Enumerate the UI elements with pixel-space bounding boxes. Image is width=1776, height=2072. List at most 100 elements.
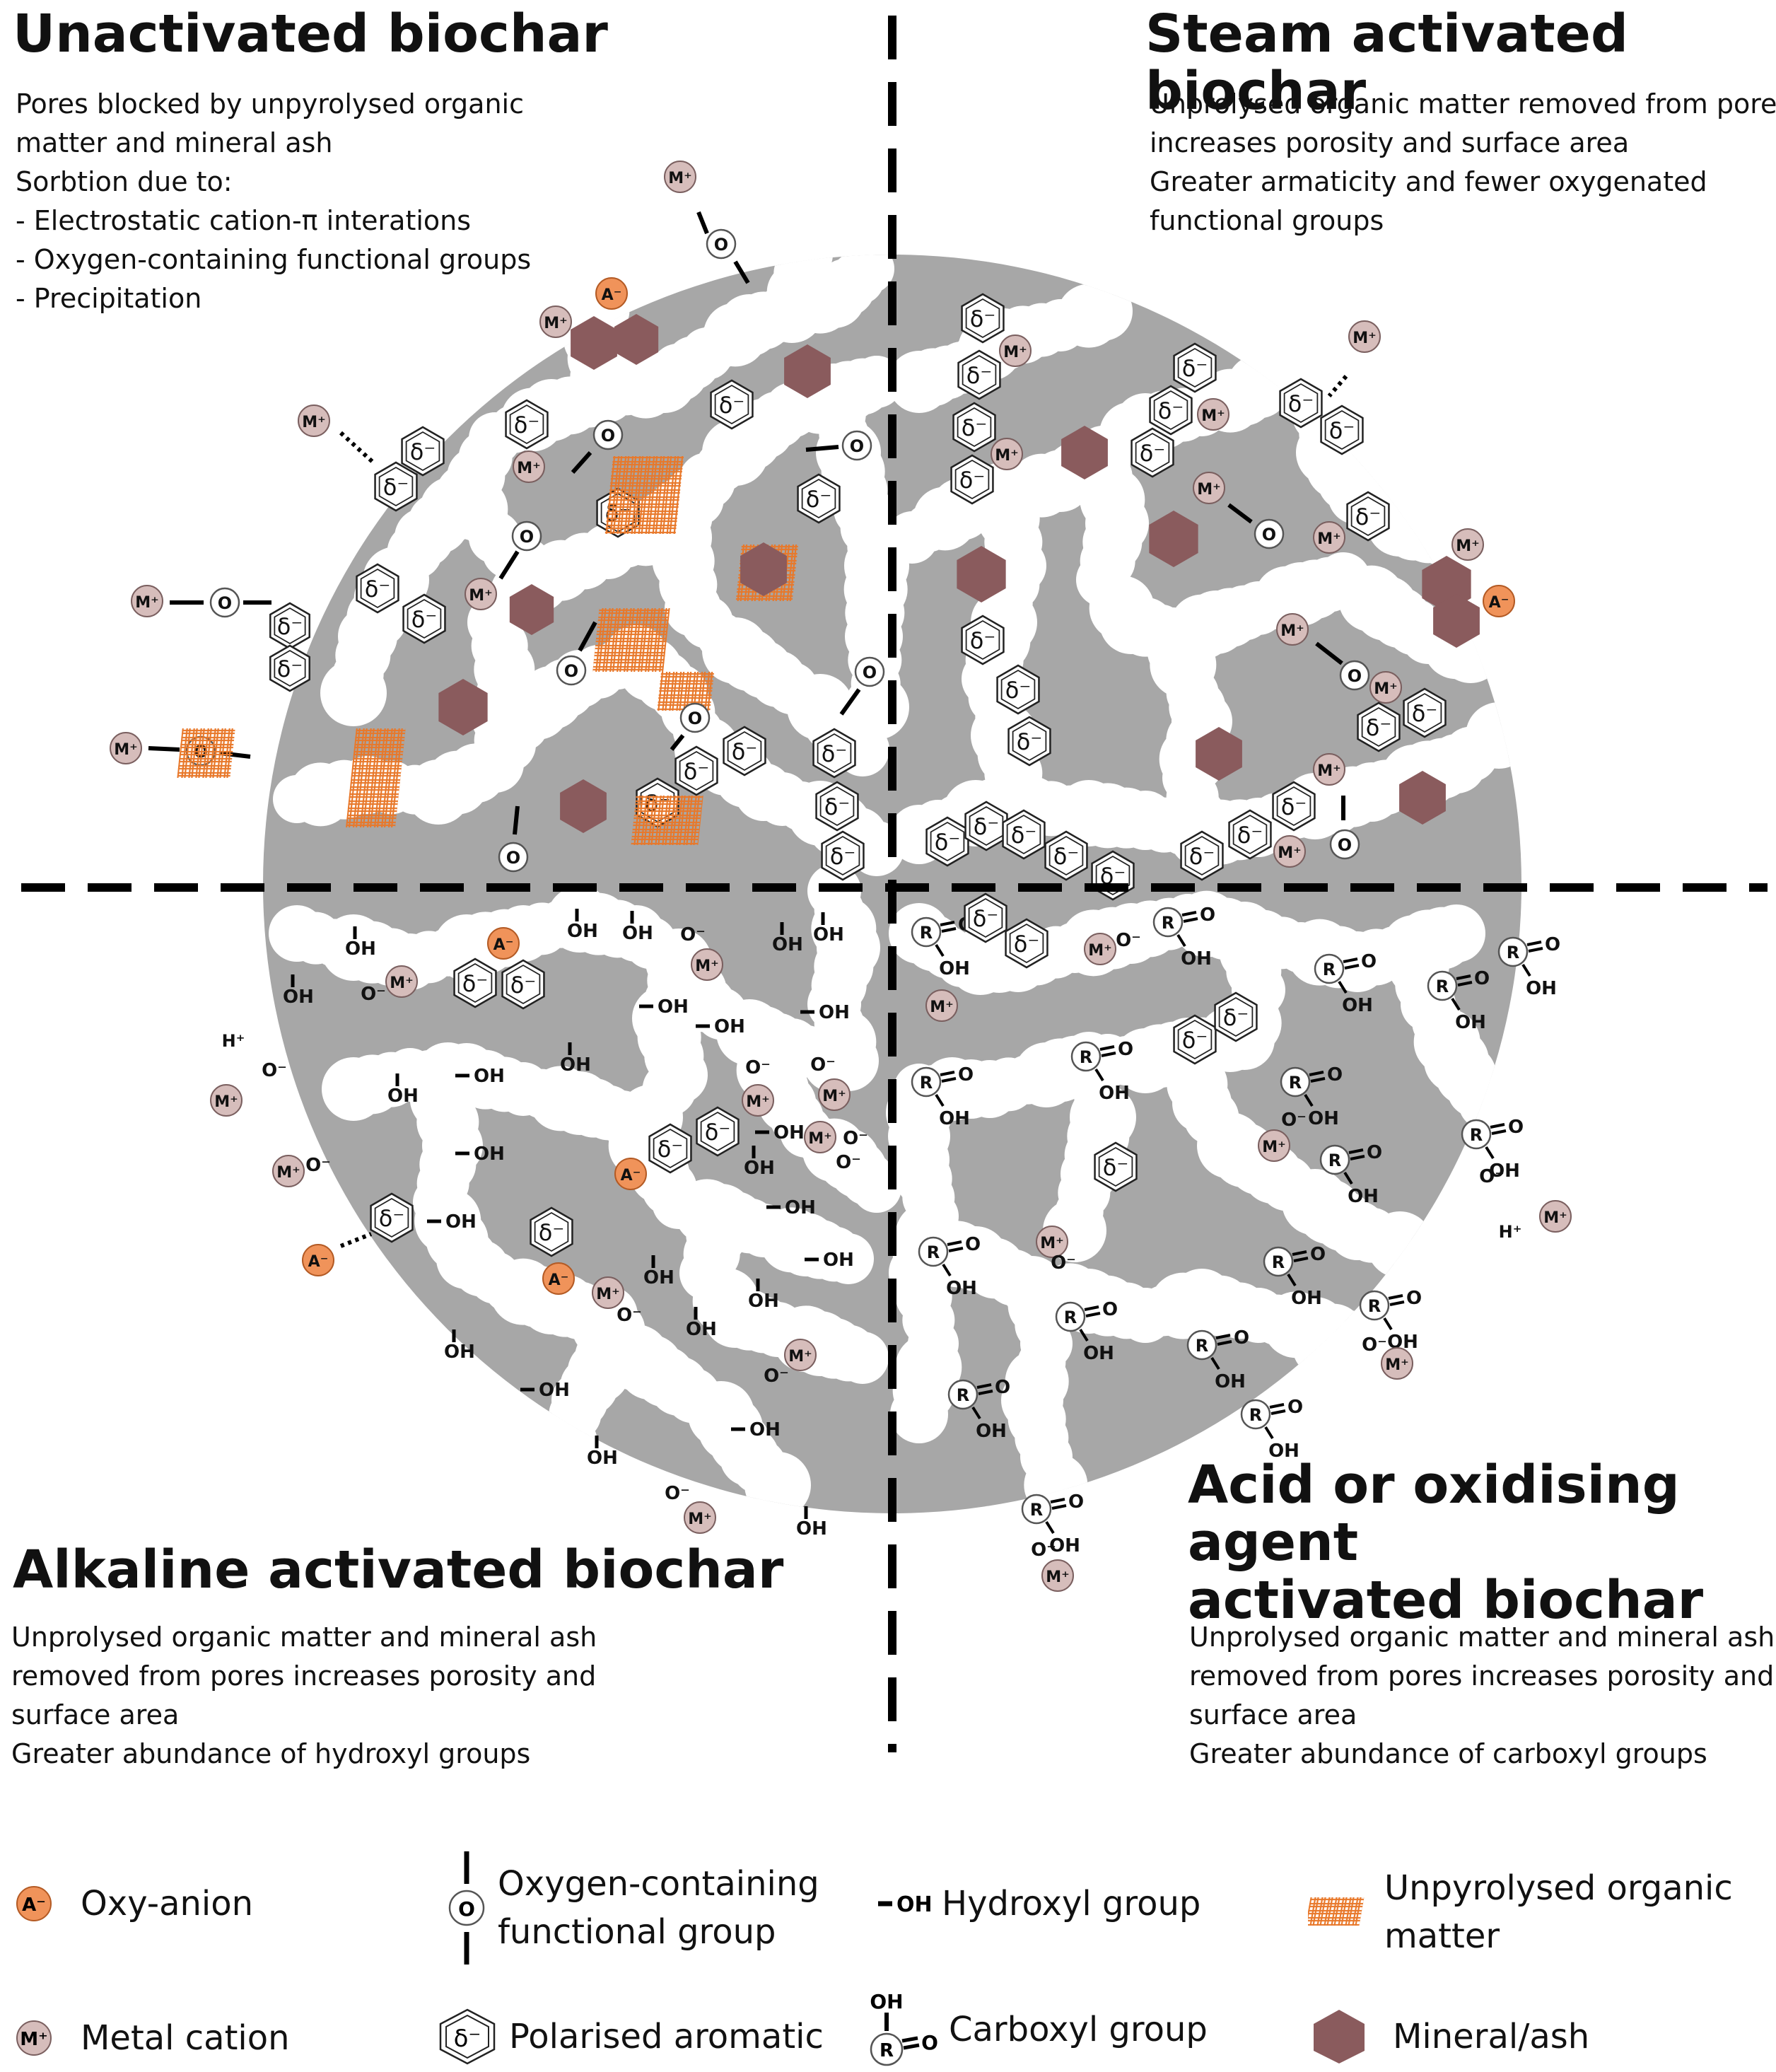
aromatic-icon: δ⁻: [1320, 404, 1364, 455]
metal-cation-icon: M⁺: [1348, 320, 1381, 353]
aromatic-label: δ⁻: [830, 843, 855, 870]
carboxyl-label: R: [1436, 977, 1449, 996]
metal-label: M⁺: [995, 447, 1019, 465]
pore-blob: [527, 255, 576, 279]
aromatic-ring: [501, 959, 545, 1010]
description-line: Greater abundance of hydroxyl groups: [11, 1738, 531, 1769]
double-bond: [1389, 1300, 1405, 1306]
metal-label: M⁺: [390, 974, 414, 992]
oxygen-group-icon: O: [511, 520, 542, 552]
aromatic-icon: δ⁻: [964, 801, 1008, 851]
bond: [1264, 1426, 1274, 1440]
metal-label: M⁺: [1456, 537, 1480, 555]
oxygen-circle: [592, 419, 624, 450]
aromatic-icon: δ⁻: [1007, 716, 1051, 767]
aromatic-inner-ring: [1177, 1019, 1213, 1060]
anion-icon: A⁻: [16, 1886, 52, 1921]
hydroxyl-label: OH: [823, 1250, 854, 1271]
oxygen-circle: [556, 655, 587, 686]
aromatic-label: δ⁻: [1182, 1027, 1208, 1054]
carboxyl-circle: [1240, 1399, 1271, 1430]
carbonyl-label: O: [1545, 934, 1560, 955]
aromatic-ring: [1131, 427, 1174, 478]
double-bond: [1099, 1045, 1115, 1051]
steam-title: Steam activated biochar: [1145, 4, 1628, 122]
pore-blob: [991, 765, 1045, 819]
anion-icon: A⁻: [542, 1262, 575, 1295]
aromatic-label: δ⁻: [1189, 843, 1215, 870]
anion-icon: A⁻: [1483, 585, 1515, 617]
svg-text:OH: OH: [870, 1990, 903, 2013]
aromatic-label: δ⁻: [379, 1205, 404, 1232]
description-line: Unprolysed organic matter and mineral as…: [1189, 1622, 1775, 1653]
bond: [696, 211, 709, 235]
hydroxyl-icon: OH: [560, 1042, 591, 1076]
aromatic-inner-ring: [969, 805, 1004, 846]
legend-oxygen-group: O Oxygen-containing functional group: [445, 1851, 830, 1965]
double-bond: [1348, 1148, 1364, 1154]
aromatic-label: δ⁻: [510, 972, 536, 999]
aromatic-inner-ring: [962, 354, 997, 395]
pore-channel: [1220, 255, 1442, 420]
pore-blob: [761, 182, 822, 243]
carbonyl-label: O: [1367, 1142, 1382, 1163]
carboxyl-label: R: [1272, 1252, 1285, 1272]
metal-cation-icon: M⁺: [1313, 753, 1345, 786]
double-bond: [1292, 1250, 1307, 1256]
hydroxyl-label: OH: [387, 1086, 419, 1107]
aromatic-label: δ⁻: [1053, 843, 1079, 870]
hydroxyl-icon: OH: [748, 1279, 779, 1312]
bond: [1451, 997, 1461, 1011]
aromatic-icon: δ⁻: [710, 379, 754, 430]
aromatic-icon: δ⁻: [402, 593, 446, 644]
aromatic-icon: δ⁻: [1279, 378, 1323, 429]
metal-cation-icon: M⁺: [1313, 521, 1345, 554]
metal-circle: [1313, 753, 1345, 786]
pore-blob: [809, 158, 860, 209]
pore-blob: [779, 255, 833, 281]
hydroxyl-label: OH: [1455, 1012, 1486, 1033]
carboxyl-circle: [1152, 907, 1184, 938]
bond: [1045, 1520, 1055, 1535]
hydroxyl-icon: OH: [766, 1197, 816, 1218]
pore-blob: [776, 173, 836, 233]
pore-blob: [793, 165, 848, 221]
aromatic-icon: δ⁻: [1002, 809, 1046, 860]
metal-cation-icon: M⁺: [1539, 1200, 1572, 1233]
aromatic-label: δ⁻: [705, 1119, 730, 1146]
aromatic-inner-ring: [817, 733, 852, 774]
pore-blob: [822, 154, 871, 204]
pore-blob: [1145, 607, 1203, 665]
aromatic-inner-ring: [930, 821, 965, 862]
bond: [1338, 980, 1348, 994]
bond: [971, 1406, 981, 1420]
svg-text:M⁺: M⁺: [20, 2029, 48, 2050]
bond: [942, 1263, 952, 1277]
aromatic-inner-ring: [1153, 390, 1188, 431]
metal-cation-icon: M⁺: [691, 948, 723, 981]
metal-circle: [110, 732, 142, 764]
oxygen-group-icon: O: [706, 228, 737, 260]
carboxyl-circle: [1021, 1494, 1052, 1525]
double-bond: [1491, 1129, 1507, 1135]
aromatic-icon: δ⁻: [964, 892, 1007, 943]
aromatic-inner-ring: [405, 431, 440, 472]
aromatic-ring: [952, 402, 996, 453]
metal-circle: [272, 1155, 305, 1187]
carboxyl-label: R: [1470, 1125, 1483, 1145]
hydroxyl-label: OH: [345, 938, 376, 960]
dotted-bond: [339, 431, 375, 465]
metal-circle: [1369, 671, 1402, 704]
bond: [1383, 1317, 1393, 1331]
metal-cation-icon: M⁺: [784, 1339, 817, 1371]
metal-circle: [1276, 613, 1309, 646]
aromatic-icon: δ⁻: [797, 473, 841, 524]
hydroxyl-label: OH: [749, 1419, 781, 1440]
oxygen-circle: [1329, 829, 1360, 860]
surface-groups: M⁺OA⁻M⁺M⁺δ⁻δ⁻δ⁻M⁺Oδ⁻Oδ⁻δ⁻OM⁺δ⁻δ⁻M⁺Oδ⁻δ⁻O…: [110, 161, 1572, 1592]
oxygen-group-icon: O: [1339, 660, 1370, 691]
alkaline-title: Alkaline activated biochar: [13, 1540, 784, 1600]
aromatic-inner-ring: [1276, 786, 1311, 827]
